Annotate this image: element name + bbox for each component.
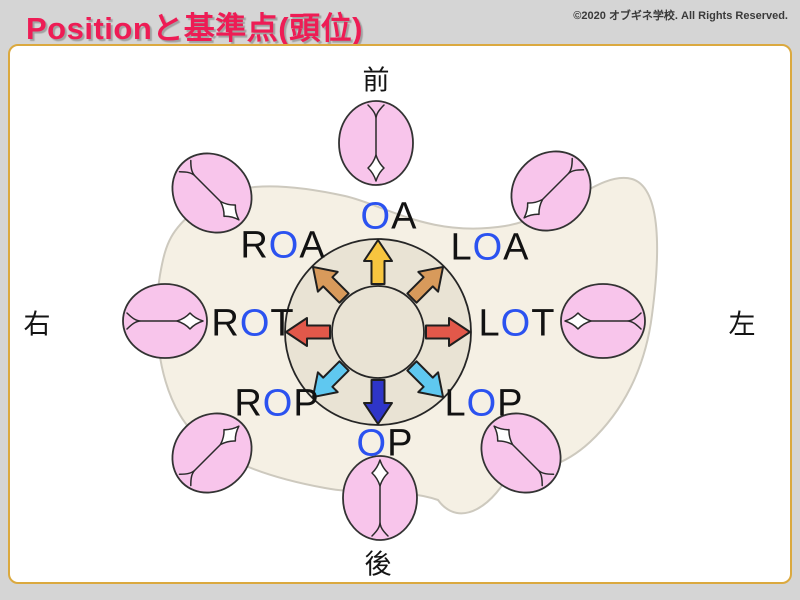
letter-o: O [268, 224, 300, 267]
sagittal-suture [588, 312, 642, 330]
direction-label-left: 左 [728, 309, 756, 340]
letter-suffix: T [531, 302, 556, 345]
direction-label-anterior: 前 [362, 65, 390, 96]
letter-suffix: P [387, 422, 414, 465]
fetal-head-rop [171, 412, 253, 494]
arrow-up-left [311, 265, 350, 304]
letter-suffix: P [293, 382, 320, 425]
letter-prefix: R [240, 224, 269, 267]
letter-suffix: A [391, 195, 418, 238]
position-label-rop: ROP [234, 383, 319, 426]
letter-prefix: L [478, 302, 501, 345]
fetal-head-lot [560, 283, 646, 359]
sagittal-suture [540, 157, 585, 202]
letter-o: O [466, 382, 498, 425]
arrow-down-right [406, 360, 445, 399]
letter-o: O [360, 195, 392, 238]
fetal-head-roa [171, 152, 253, 234]
fetal-head-op [342, 455, 418, 541]
wheel-inner-circle [331, 285, 425, 379]
anterior-fontanelle-diamond [564, 312, 592, 330]
letter-suffix: A [503, 226, 530, 269]
letter-prefix: L [444, 382, 467, 425]
position-label-loa: LOA [450, 227, 529, 270]
page-title: Positionと基準点(頭位) [26, 11, 363, 46]
arrow-up [363, 239, 393, 285]
position-label-op: OP [357, 423, 414, 466]
anterior-fontanelle-diamond [176, 312, 204, 330]
anterior-fontanelle-diamond [523, 198, 544, 219]
fetal-head-lop [480, 412, 562, 494]
anterior-fontanelle-diamond [367, 154, 385, 182]
letter-suffix: P [497, 382, 524, 425]
sagittal-suture [178, 159, 223, 204]
arrow-left [285, 317, 331, 347]
sagittal-suture [126, 312, 180, 330]
position-label-rot: ROT [211, 303, 294, 346]
position-label-oa: OA [361, 196, 418, 239]
letter-o: O [239, 302, 271, 345]
position-label-roa: ROA [240, 225, 325, 268]
letter-prefix: R [234, 382, 263, 425]
sagittal-suture [178, 442, 223, 487]
arrow-up-right [406, 265, 445, 304]
sagittal-suture [371, 483, 389, 537]
fetal-head-oa [338, 100, 414, 186]
fetal-head-rot [122, 283, 208, 359]
letter-o: O [356, 422, 388, 465]
fetal-head-loa [510, 150, 592, 232]
anterior-fontanelle-diamond [371, 459, 389, 487]
position-label-lot: LOT [479, 303, 556, 346]
sagittal-suture [367, 104, 385, 158]
direction-label-right: 右 [23, 309, 51, 340]
position-label-lop: LOP [444, 383, 523, 426]
sagittal-suture [510, 442, 555, 487]
anterior-fontanelle-diamond [219, 200, 240, 221]
letter-prefix: L [450, 226, 473, 269]
arrow-right [425, 317, 471, 347]
copyright-text: ©2020 オブギネ学校. All Rights Reserved. [573, 10, 788, 22]
arrow-down-left [311, 360, 350, 399]
letter-suffix: A [299, 224, 326, 267]
anterior-fontanelle-diamond [219, 425, 240, 446]
letter-suffix: T [270, 302, 295, 345]
direction-label-posterior: 後 [364, 549, 392, 580]
arrow-down [363, 379, 393, 425]
letter-o: O [262, 382, 294, 425]
anterior-fontanelle-diamond [493, 425, 514, 446]
letter-o: O [500, 302, 532, 345]
letter-o: O [472, 226, 504, 269]
letter-prefix: R [211, 302, 240, 345]
